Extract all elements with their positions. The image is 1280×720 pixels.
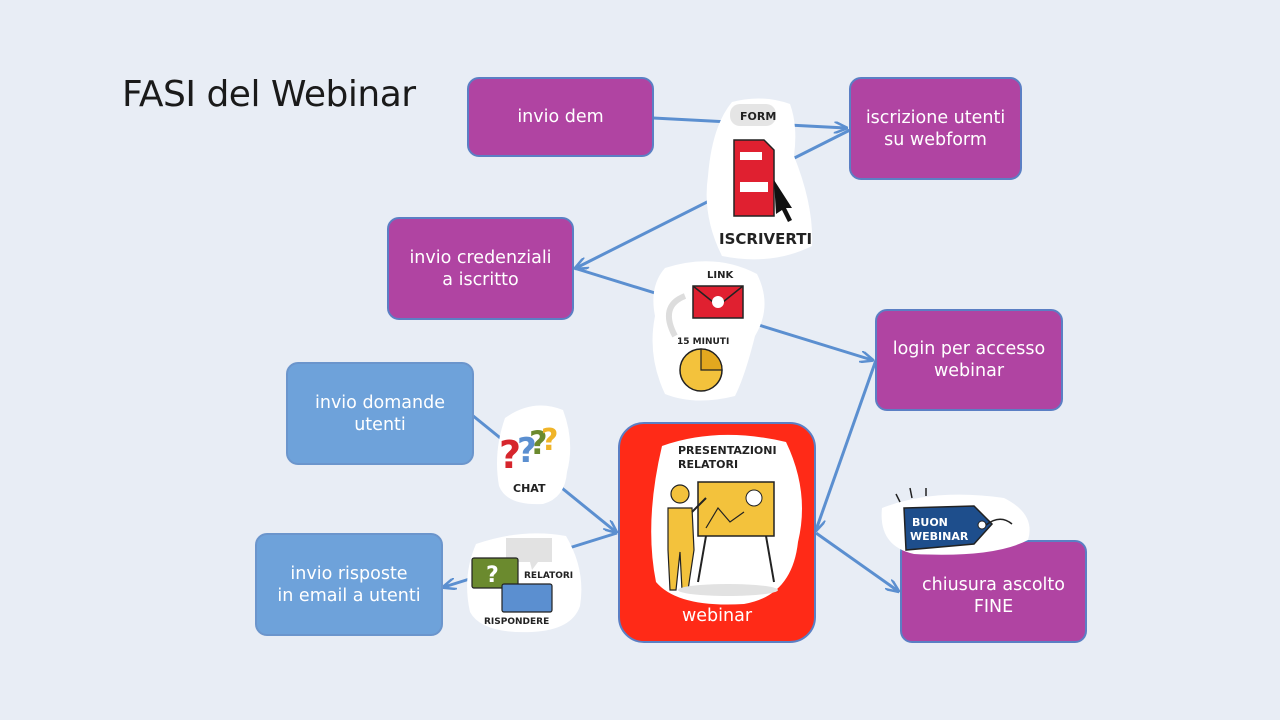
node-invio-risposte: invio risposte in email a utenti — [255, 533, 443, 636]
svg-text:?: ? — [541, 423, 558, 458]
svg-text:?: ? — [529, 424, 548, 462]
form-illustration: FORM ISCRIVERTI — [706, 98, 813, 260]
node-iscrizione-utenti: iscrizione utenti su webform — [849, 77, 1022, 180]
node-invio-domande: invio domande utenti — [286, 362, 474, 465]
minuti-label-text: 15 MINUTI — [677, 337, 729, 347]
node-invio-dem: invio dem — [467, 77, 654, 157]
arrow-login-to-webinar — [816, 359, 878, 530]
arrow-webinar-to-chiusura — [815, 531, 898, 591]
chat-label-text: CHAT — [513, 482, 546, 495]
rispondere-illustration: ? RELATORI RISPONDERE — [467, 533, 582, 633]
chat-illustration: ? ? ? ? CHAT — [497, 405, 571, 505]
node-chiusura: chiusura ascolto FINE — [900, 540, 1087, 643]
node-webinar-label: webinar — [681, 606, 753, 626]
svg-text:?: ? — [499, 433, 521, 477]
form-label-text: FORM — [740, 110, 776, 123]
link-illustration: LINK 15 MINUTI — [652, 261, 765, 401]
svg-text:?: ? — [486, 563, 499, 588]
buon-line2: WEBINAR — [910, 530, 969, 543]
svg-text:?: ? — [517, 431, 537, 471]
presentazioni-line2: RELATORI — [678, 458, 738, 471]
buon-webinar-illustration: BUON WEBINAR — [881, 487, 1030, 555]
link-label-text: LINK — [707, 270, 734, 281]
relatori-label-text: RELATORI — [524, 571, 573, 581]
node-login: login per accesso webinar — [875, 309, 1063, 411]
diagram-title: FASI del Webinar — [122, 74, 416, 115]
iscriverti-text: ISCRIVERTI — [719, 230, 812, 248]
rispondere-label-text: RISPONDERE — [484, 617, 549, 627]
presentazioni-illustration: PRESENTAZIONI RELATORI — [651, 434, 802, 605]
buon-line1: BUON — [912, 516, 948, 529]
node-invio-credenziali: invio credenziali a iscritto — [387, 217, 574, 320]
presentazioni-line1: PRESENTAZIONI — [678, 444, 777, 457]
